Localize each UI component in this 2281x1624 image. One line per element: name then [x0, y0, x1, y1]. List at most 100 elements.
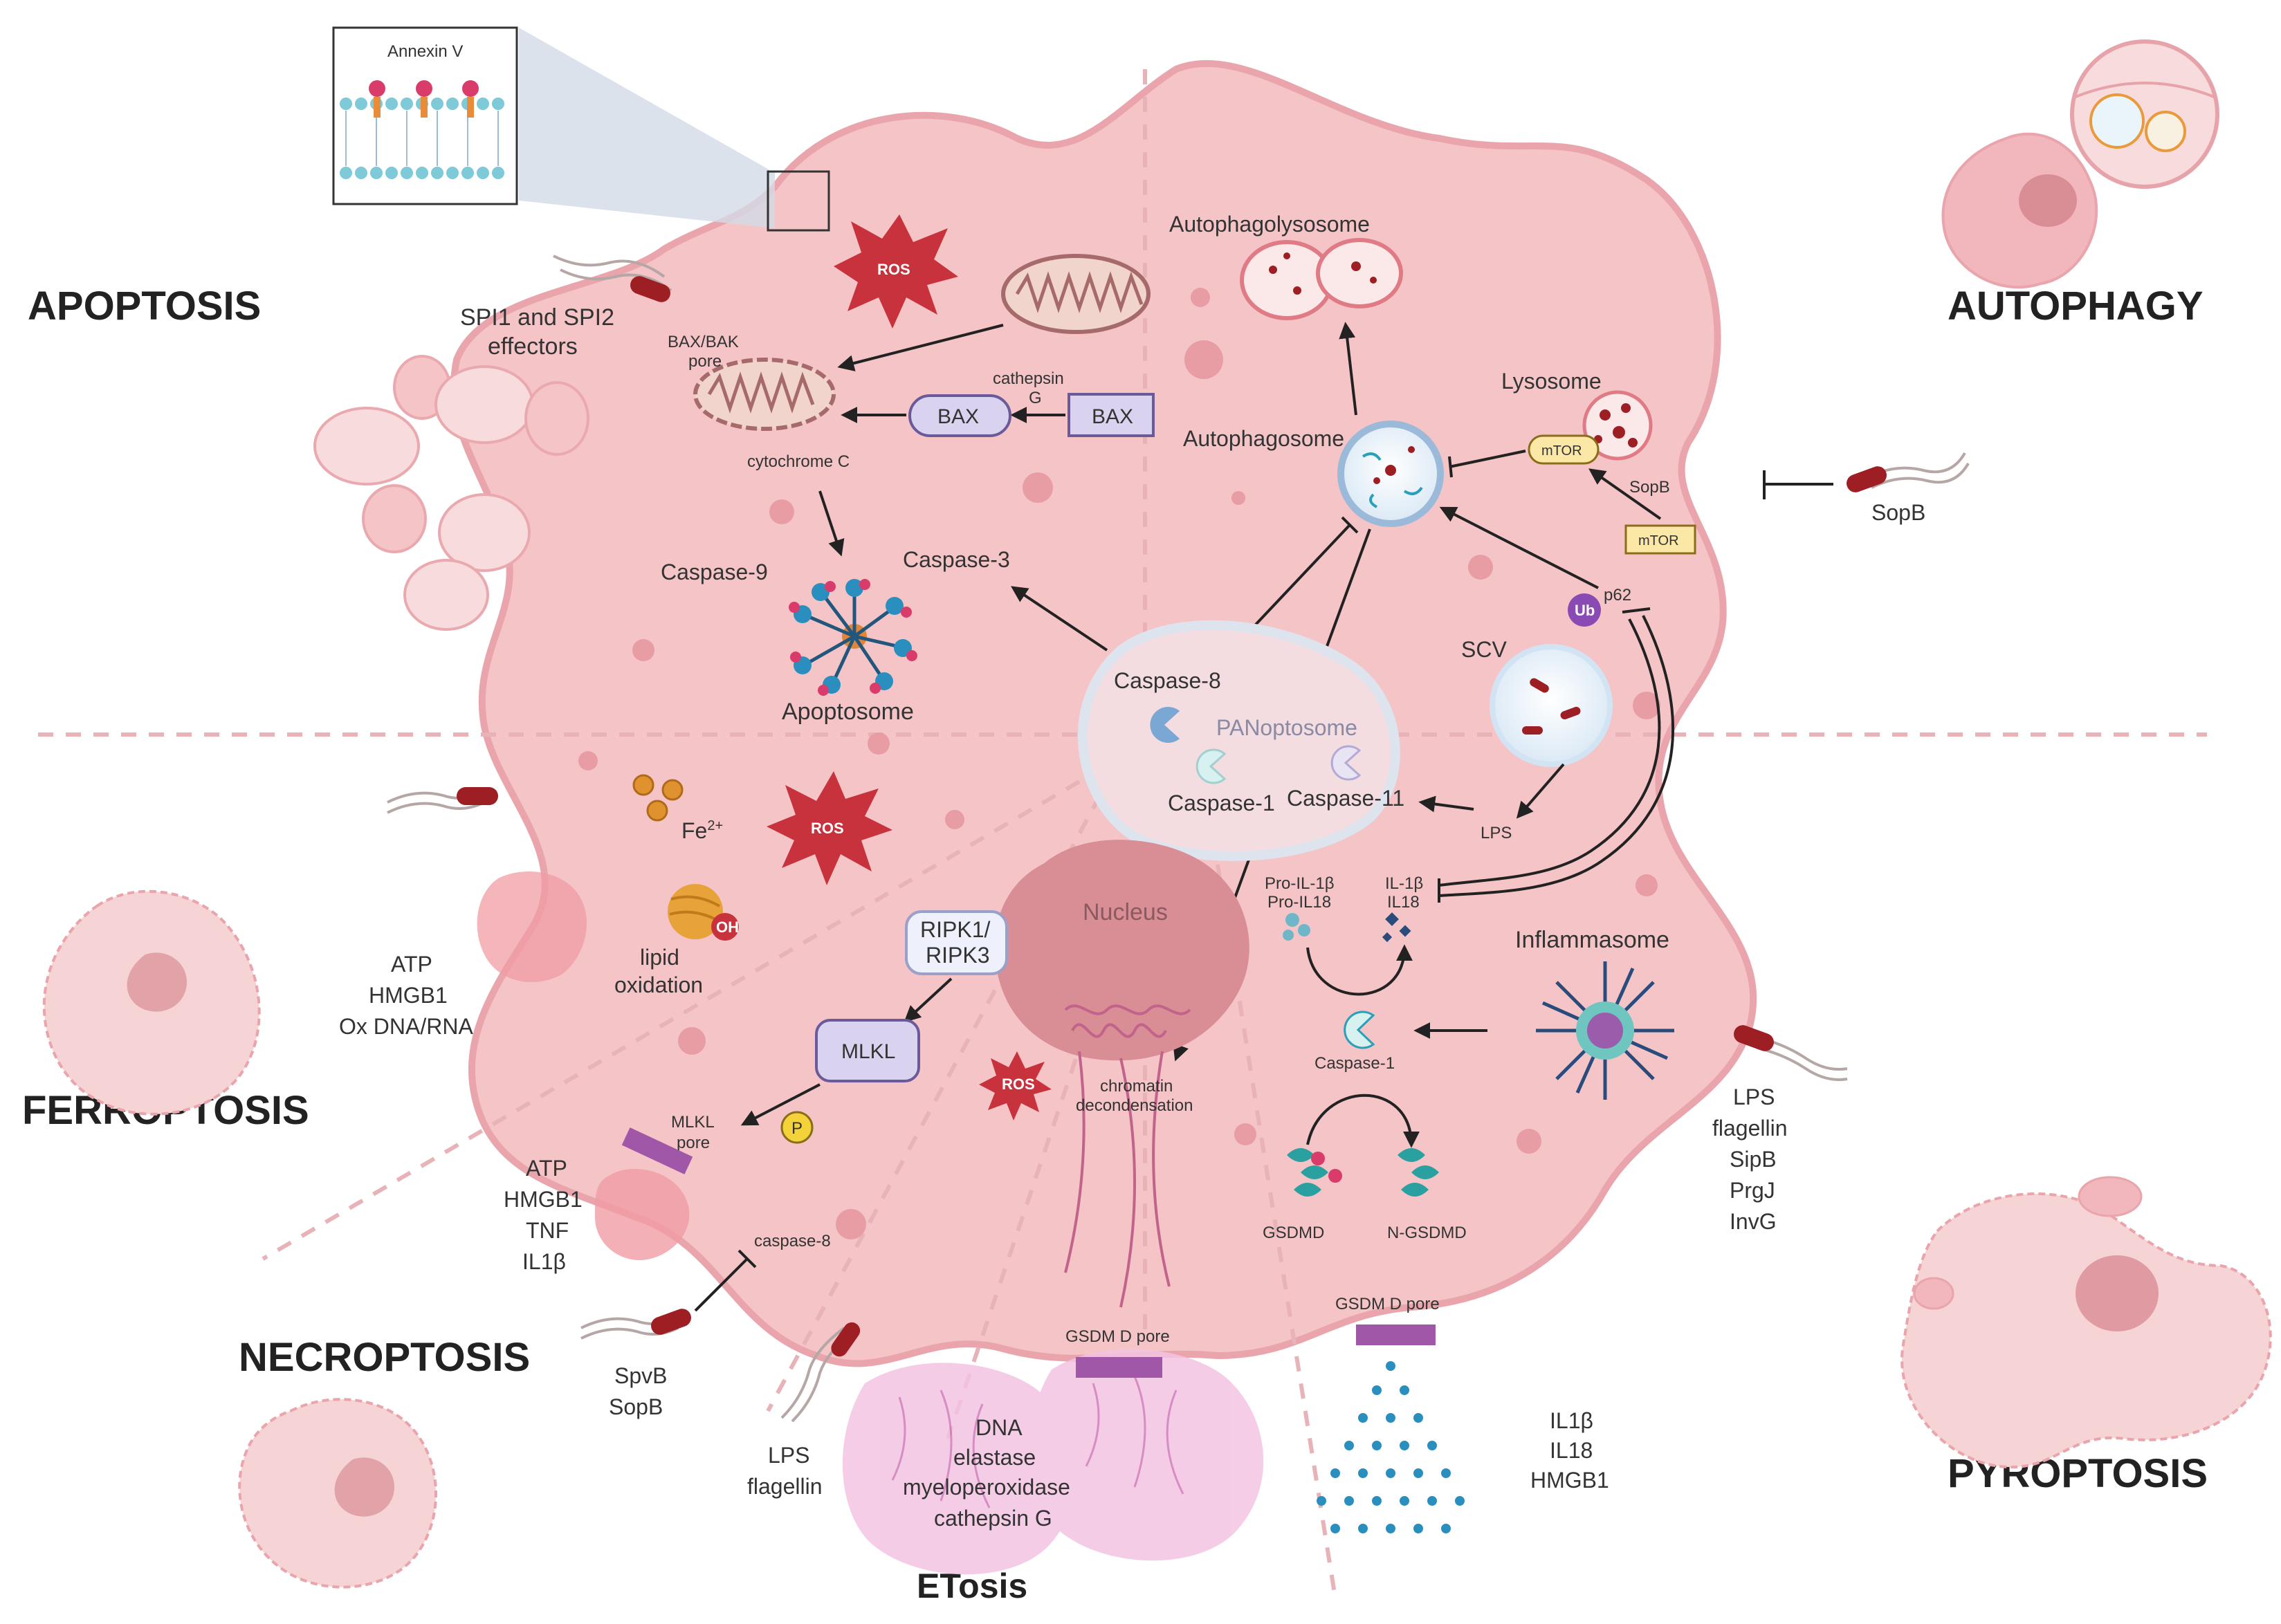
lipid-icon: OH	[668, 884, 739, 941]
cathepsin-label-2: G	[1029, 389, 1042, 407]
svg-text:SipB: SipB	[1730, 1147, 1777, 1172]
caspase1-pyro-icon	[1344, 1011, 1375, 1049]
bacterium-icon	[1734, 1025, 1848, 1081]
nucleus-icon	[994, 840, 1249, 1308]
lipid-label-1: lipid	[640, 945, 679, 970]
cathepsin-label-1: cathepsin	[993, 369, 1064, 388]
gsdmd-label: GSDMD	[1263, 1224, 1324, 1242]
pyroptosis-release-list: IL1β IL18 HMGB1	[1530, 1408, 1609, 1493]
svg-text:ROS: ROS	[877, 261, 910, 278]
pro-il-label-1: Pro-IL-1β	[1265, 874, 1335, 893]
svg-text:LPS: LPS	[1733, 1085, 1775, 1109]
svg-text:cathepsin G: cathepsin G	[934, 1506, 1052, 1531]
ngsdmd-icon	[1398, 1148, 1439, 1197]
caspase8-label: Caspase-8	[1114, 668, 1221, 693]
arrow-cyto-to-apoptosome	[818, 490, 845, 557]
svg-text:mTOR: mTOR	[1541, 443, 1582, 459]
svg-text:P: P	[791, 1119, 803, 1138]
svg-text:flagellin: flagellin	[747, 1474, 823, 1499]
autophagolysosome-label: Autophagolysosome	[1169, 212, 1370, 237]
autophagic-cell-icon	[1941, 39, 2219, 289]
phosphate-icon: P	[780, 1111, 814, 1144]
svg-text:ROS: ROS	[1002, 1076, 1035, 1093]
caspase1-center-label: Caspase-1	[1168, 791, 1275, 815]
ripk-box: RIPK1/ RIPK3	[905, 910, 1008, 975]
bacterium-icon	[580, 1309, 691, 1340]
caspase11-label: Caspase-11	[1287, 786, 1404, 811]
mtor-box-lower: mTOR	[1624, 524, 1696, 555]
sopb-label: SopB	[1629, 478, 1670, 497]
inflammasome-icon	[1536, 961, 1674, 1100]
svg-text:BAX: BAX	[937, 405, 979, 428]
net-icon	[842, 1349, 1264, 1575]
svg-text:DNA: DNA	[975, 1415, 1023, 1440]
chromatin-label-1: chromatin	[1100, 1077, 1173, 1096]
ros-small-icon: ROS	[979, 1051, 1052, 1120]
ngsdmd-label: N-GSDMD	[1387, 1224, 1467, 1242]
lysosome-label: Lysosome	[1501, 369, 1602, 394]
svg-text:SpvB: SpvB	[614, 1363, 667, 1388]
arrow-ripk-mlkl	[904, 977, 953, 1023]
ros-burst-icon: ROS	[767, 771, 892, 885]
p62-label: p62	[1604, 586, 1631, 605]
il-label-2: IL18	[1387, 893, 1420, 912]
svg-text:PrgJ: PrgJ	[1730, 1178, 1775, 1203]
svg-text:IL18: IL18	[1550, 1438, 1593, 1463]
pro-il-label-2: Pro-IL18	[1267, 893, 1331, 912]
scv-icon	[1490, 644, 1613, 767]
inhibit-bars	[1438, 607, 1651, 903]
fe-label: Fe2+	[681, 818, 723, 843]
arrow-casp8-to-casp3	[1011, 586, 1108, 652]
svg-text:Ub: Ub	[1575, 602, 1595, 619]
pyroptotic-cell-icon	[1900, 1176, 2272, 1469]
lipid-label-2: oxidation	[614, 972, 703, 997]
bacterium-icon	[553, 255, 672, 302]
etosis-pore-icon	[1076, 1357, 1162, 1378]
etosis-triggers-list: LPS flagellin	[747, 1443, 823, 1499]
apoptosome-icon	[789, 579, 917, 696]
arrow-gsdmd-cleavage	[1306, 1094, 1420, 1148]
arrow-autophagosome-up	[1339, 322, 1357, 416]
arrow-sopb-mtor	[1588, 468, 1662, 520]
svg-text:BAX: BAX	[1092, 405, 1133, 428]
necroptosis-bacteria-list: SpvB SopB	[609, 1363, 667, 1419]
damaged-mitochondrion-icon	[693, 358, 836, 431]
panoptosome-label: PANoptosome	[1216, 715, 1357, 740]
caspase1-pyro-label: Caspase-1	[1314, 1054, 1395, 1073]
inhibit-spvb-caspase8	[694, 1249, 757, 1312]
caspase3-label: Caspase-3	[903, 547, 1010, 572]
apoptosome-label: Apoptosome	[782, 699, 914, 725]
ferroptosis-burst-icon	[477, 871, 587, 982]
arrow-mlkl-pore	[740, 1083, 821, 1126]
svg-text:elastase: elastase	[953, 1445, 1036, 1470]
svg-text:SopB: SopB	[609, 1394, 663, 1419]
necroptosis-release-list: ATP HMGB1 TNF IL1β	[504, 1156, 583, 1274]
apoptosis-title: APOPTOSIS	[28, 284, 261, 329]
ferroptosis-release-list: ATP HMGB1 Ox DNA/RNA	[339, 952, 473, 1039]
svg-text:HMGB1: HMGB1	[504, 1187, 583, 1212]
ferroptotic-cell-icon	[42, 889, 261, 1116]
mlkl-pore-label-2: pore	[677, 1134, 710, 1152]
svg-text:RIPK1/: RIPK1/	[920, 917, 990, 942]
svg-text:Annexin V: Annexin V	[387, 42, 463, 61]
mlkl-box: MLKL	[815, 1019, 920, 1082]
arrow-p62-autophagosome	[1439, 506, 1599, 589]
svg-text:HMGB1: HMGB1	[1530, 1468, 1609, 1493]
arrow-lps-caspase11	[1418, 795, 1474, 813]
svg-text:ATP: ATP	[526, 1156, 567, 1181]
lps-label-center: LPS	[1481, 824, 1512, 842]
pyroptosis-pore-icon	[1356, 1325, 1436, 1345]
pyroptosis-pore-label: GSDM D pore	[1335, 1295, 1440, 1313]
svg-text:mTOR: mTOR	[1638, 533, 1679, 548]
ros-burst-icon: ROS	[834, 214, 958, 329]
inhibit-p62-il1b-2	[1438, 615, 1675, 897]
svg-text:LPS: LPS	[768, 1443, 809, 1468]
pro-cytokine-icon	[1283, 913, 1310, 941]
cytoplasm-dots	[578, 288, 1660, 1239]
svg-text:MLKL: MLKL	[841, 1040, 895, 1063]
svg-text:TNF: TNF	[526, 1218, 569, 1243]
il-label-1: IL-1β	[1385, 874, 1423, 893]
chromatin-label-2: decondensation	[1076, 1096, 1193, 1115]
svg-text:ROS: ROS	[811, 820, 844, 837]
arrow-scv-lps	[1516, 763, 1565, 819]
